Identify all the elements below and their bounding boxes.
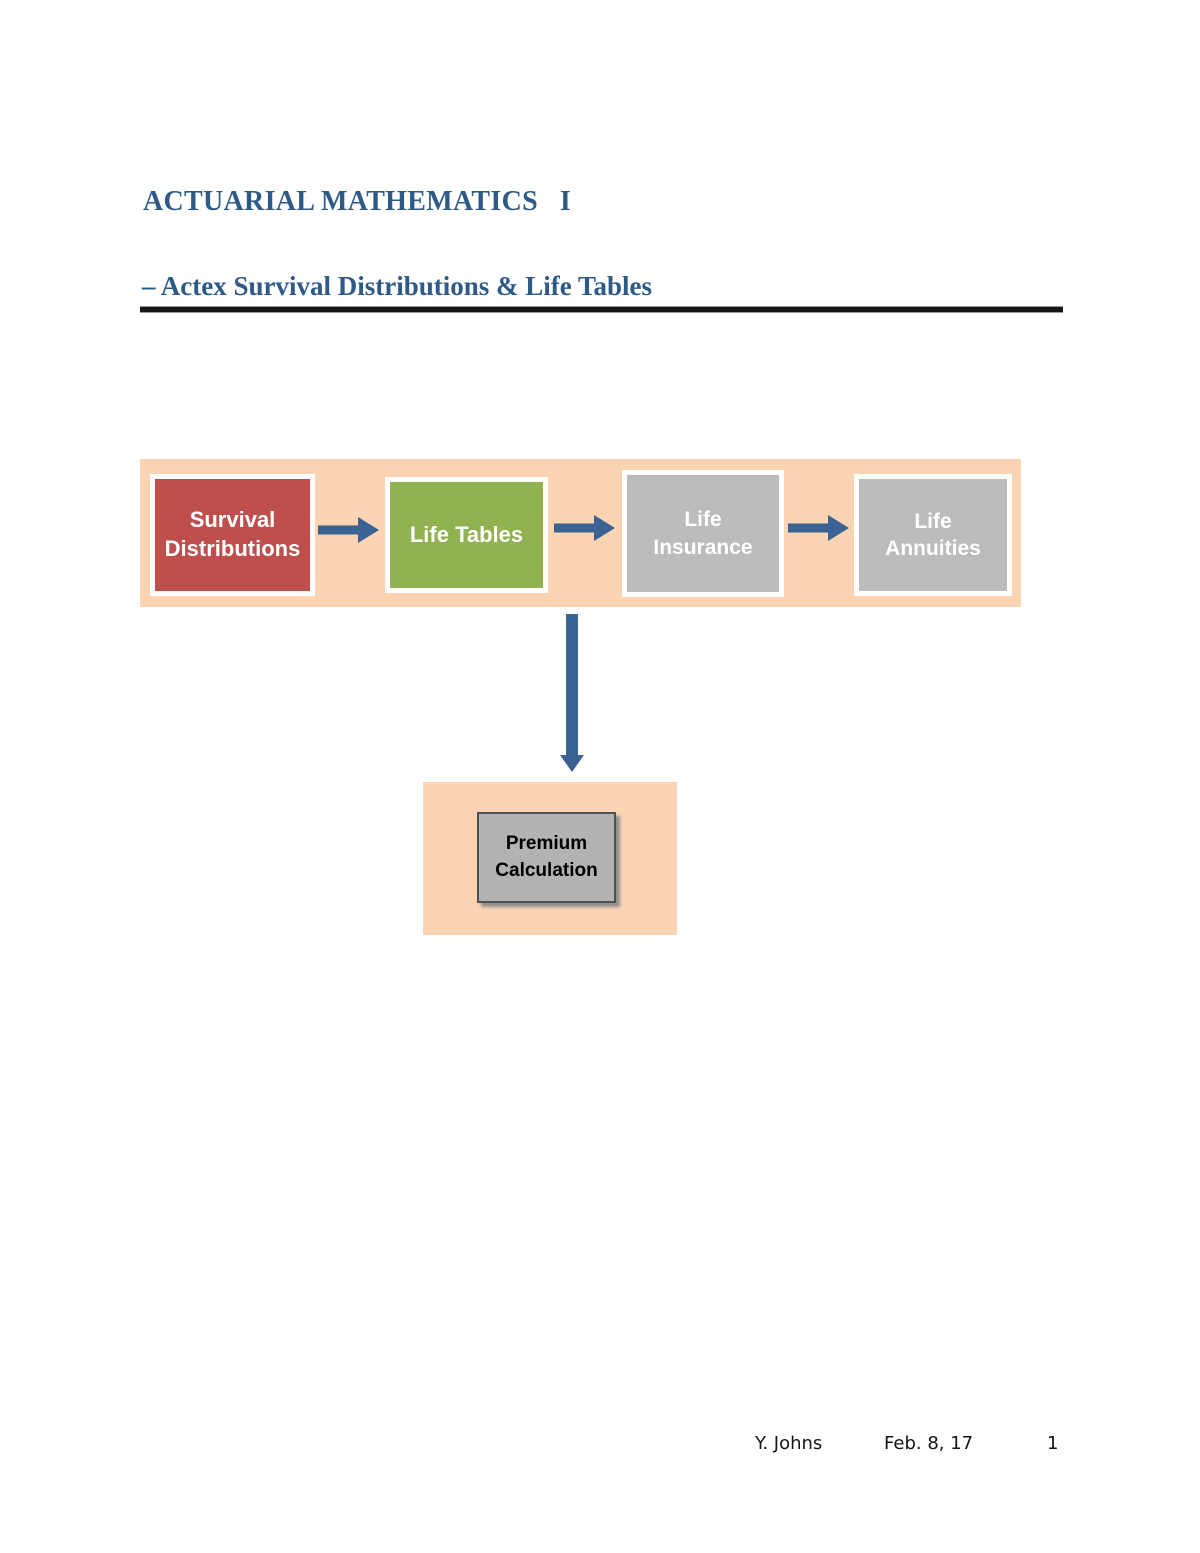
flow-node-premium-calculation: Premium Calculation [477, 812, 616, 903]
flow-node-life-insurance: Life Insurance [622, 470, 784, 597]
flow-node-label: Calculation [495, 859, 598, 881]
arrow-right-icon [318, 517, 379, 543]
flow-node-label: Premium [505, 832, 588, 854]
flow-node-label: Annuities [885, 537, 981, 560]
arrow-right-icon [554, 515, 615, 541]
page-title: ACTUARIAL MATHEMATICS I [143, 186, 572, 217]
flow-node-life-tables: Life Tables [385, 477, 548, 593]
page-subtitle: – Actex Survival Distributions & Life Ta… [142, 271, 653, 301]
flow-node-label: Life [914, 509, 952, 533]
flow-node-label: Distributions [164, 536, 301, 561]
flow-node-label: Life Tables [409, 521, 524, 547]
flow-node-label: Life [684, 508, 722, 532]
arrow-down-icon [560, 614, 584, 772]
flow-node-life-annuities: Life Annuities [854, 474, 1012, 596]
flow-node-label: Insurance [653, 535, 753, 559]
flow-node-survival-distributions: Survival Distributions [150, 474, 315, 596]
arrow-right-icon [788, 515, 849, 541]
footer-date: Feb. 8, 17 [884, 1433, 974, 1454]
footer-page-number: 1 [1047, 1433, 1059, 1454]
footer-author: Y. Johns [755, 1433, 823, 1454]
flow-node-label: Survival [189, 507, 276, 533]
title-divider-rule [140, 306, 1063, 313]
